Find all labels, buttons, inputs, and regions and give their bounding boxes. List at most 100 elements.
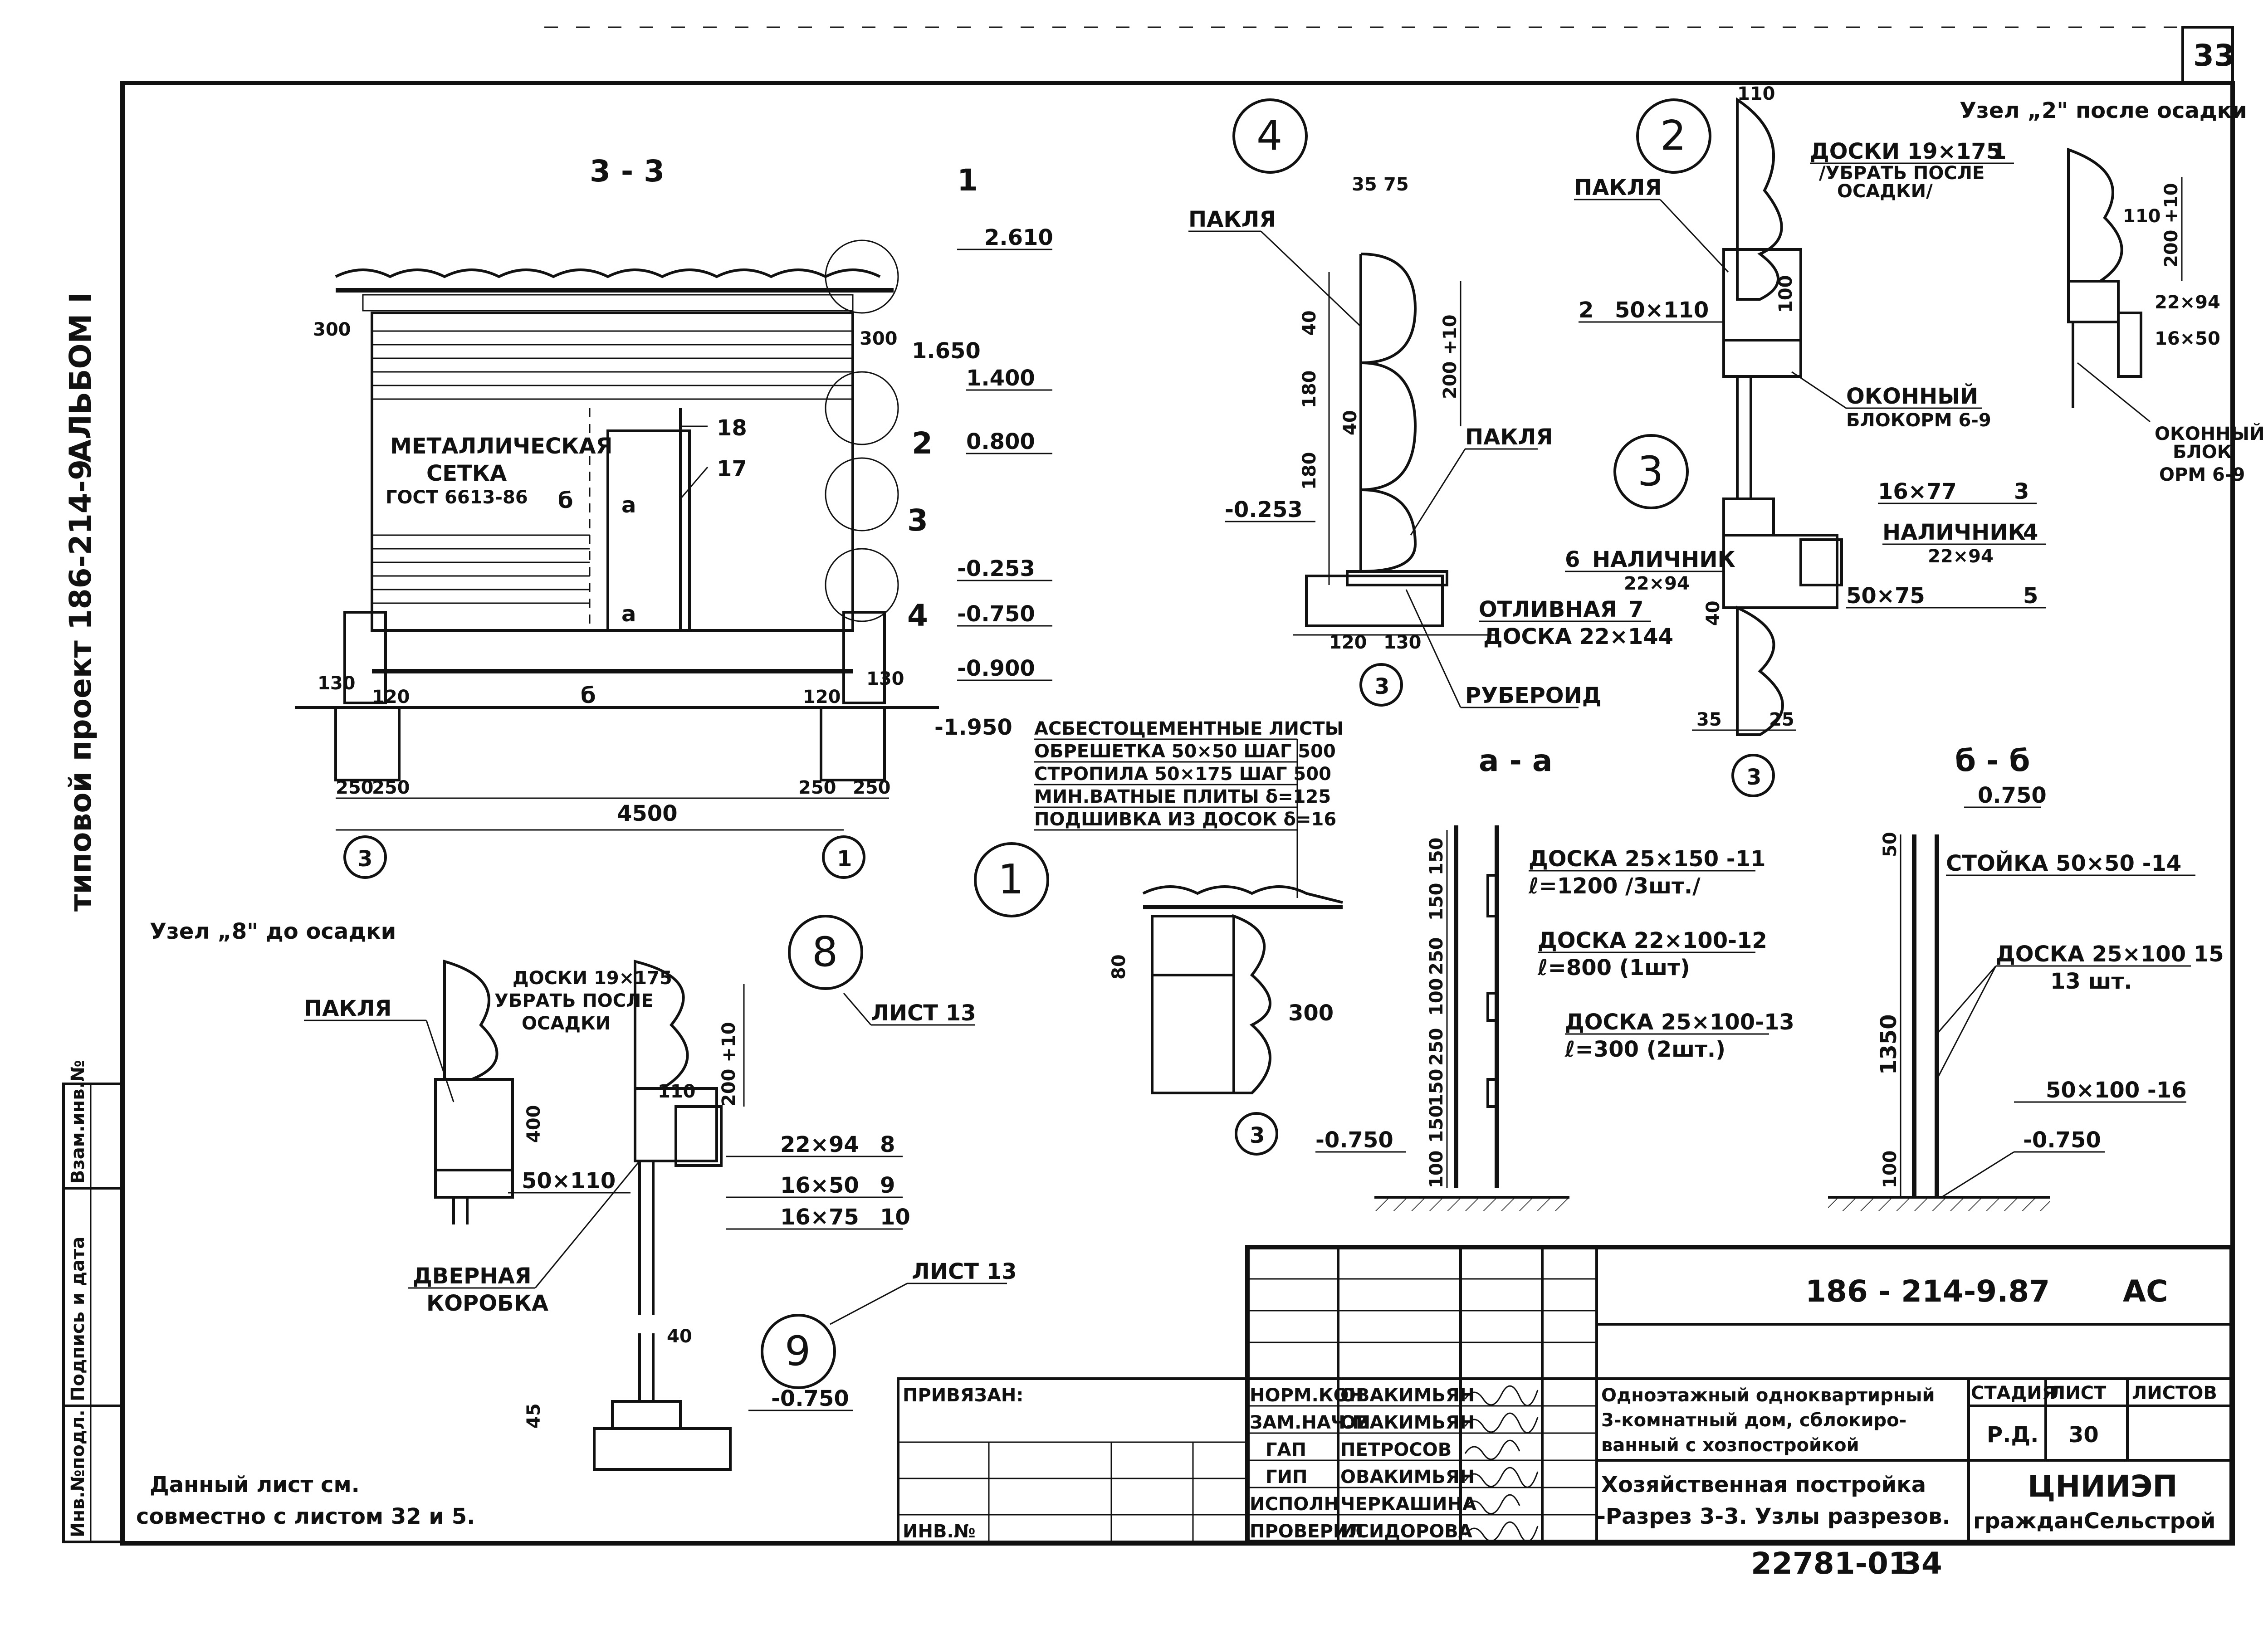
node3-label-5: 5: [2023, 583, 2038, 609]
signature-1: [1464, 1385, 1539, 1406]
node-9-circle[interactable]: [761, 1314, 836, 1389]
bb-label-4: 50×100 -16: [2046, 1078, 2187, 1103]
aa-dim-4: 100: [1426, 978, 1447, 1016]
node4-label-ruberoid: РУБЕРОИД: [1465, 683, 1601, 708]
bb-elev-top: 0.750: [1978, 783, 2047, 808]
node2-label-1: 1: [1991, 139, 2006, 164]
node2-dim-110b: 110: [2123, 206, 2161, 227]
tb-h-sheets: ЛИСТОВ: [2132, 1383, 2217, 1404]
callout-circle-1[interactable]: [825, 239, 899, 314]
dim-130-left: 130: [318, 673, 356, 694]
tb-role-1: НОРМ.КОН: [1250, 1385, 1364, 1406]
tb-h-sheet: ЛИСТ: [2050, 1383, 2107, 1404]
node2-dim-100: 100: [1775, 275, 1796, 313]
node1-layer-1: АСБЕСТОЦЕМЕНТНЫЕ ЛИСТЫ: [1034, 718, 1344, 739]
axis-1-bubble: [822, 835, 865, 879]
node2-dim-22x94: 22×94: [2155, 292, 2220, 313]
node-4-circle[interactable]: [1232, 98, 1308, 174]
section-aa-title: а - а: [1479, 743, 1552, 778]
node8-label-door-2: КОРОБКА: [426, 1291, 548, 1316]
aa-elev: -0.750: [1315, 1127, 1393, 1153]
elev-0800: 0.800: [966, 429, 1035, 454]
axis-3: 3: [357, 846, 372, 872]
tb-inv: ИНВ.№: [903, 1521, 976, 1542]
node8-label-50x110: 50×110: [522, 1168, 616, 1194]
elev-m0900: -0.900: [957, 656, 1035, 681]
elev-1650: 1.650: [912, 338, 981, 364]
tb-role-4: ГИП: [1266, 1467, 1307, 1488]
node2-label-remove: /УБРАТЬ ПОСЛЕ: [1819, 163, 1984, 184]
log-wall: [371, 312, 854, 632]
node3-axis-bubble: [1731, 754, 1775, 797]
callout-2: 2: [912, 426, 933, 461]
node-9-num: 9: [785, 1327, 811, 1375]
node8-label-16x50: 16×50: [780, 1173, 859, 1198]
callout-18: 18: [717, 415, 747, 441]
node8-label-16x75: 16×75: [780, 1205, 859, 1230]
node2-window-1: ОКОННЫЙ: [2155, 423, 2265, 444]
node4-label-paklya-1: ПАКЛЯ: [1188, 207, 1276, 232]
cut-b-top: б: [558, 488, 573, 513]
node8-dim-400: 400: [523, 1105, 544, 1143]
dim-250-c: 250: [798, 777, 836, 798]
tb-name-5: ЧЕРКАШИНА: [1340, 1494, 1476, 1515]
node4-label-board: ДОСКА 22×144: [1483, 624, 1673, 649]
node1-axis-bubble: [1235, 1112, 1278, 1156]
node3-label-16x77: 16×77: [1878, 479, 1957, 504]
dim-120-left: 120: [372, 687, 410, 707]
node-8-circle[interactable]: [788, 915, 863, 990]
node3-label-nalichnik-l: НАЛИЧНИК: [1592, 547, 1735, 572]
node2-label-window-2: БЛОКОРМ 6-9: [1846, 410, 1991, 431]
node8-label-boards: ДОСКИ 19×175: [513, 968, 672, 989]
node3-label-4: 4: [2023, 520, 2038, 545]
node4-dim-180a: 180: [1299, 371, 1320, 409]
elev-m0253: -0.253: [957, 556, 1035, 581]
node-1-circle[interactable]: [974, 842, 1049, 917]
callout-1: 1: [957, 163, 978, 198]
callout-circle-2[interactable]: [825, 371, 899, 445]
callout-circle-4[interactable]: [825, 548, 899, 622]
aa-label-2: ℓ=1200 /3шт./: [1528, 873, 1701, 899]
dim-300-right: 300: [860, 328, 898, 349]
dim-120-right: 120: [803, 687, 841, 707]
footer-code: 22781-01: [1751, 1546, 1909, 1581]
cut-a-bot: а: [621, 601, 636, 627]
elev-2610: 2.610: [984, 225, 1053, 250]
bb-dim-50: 50: [1880, 832, 1901, 857]
tb-name-1: ОВАКИМЬЯН: [1340, 1385, 1475, 1406]
node2-window-3: ОРМ 6-9: [2159, 464, 2245, 485]
node-2-num: 2: [1660, 112, 1686, 160]
node2-title: Узел „2" после осадки: [1960, 98, 2247, 123]
dim-4500: 4500: [617, 801, 678, 826]
section-a-a: а - а ДОСКА 25×150 -11 ℓ=1200 /3шт./ ДОС…: [1315, 743, 1794, 1211]
node8-label-settle: ОСАДКИ: [522, 1013, 611, 1034]
callout-circle-3[interactable]: [825, 457, 899, 532]
dim-250-a: 250: [336, 777, 374, 798]
node2-label-settle: ОСАДКИ/: [1837, 181, 1933, 202]
node1-dim-80: 80: [1109, 954, 1129, 980]
node-1-num: 1: [998, 856, 1024, 903]
sheet-number: 33: [2193, 38, 2235, 73]
tb-desc-2: 3-комнатный дом, сблокиро-: [1601, 1410, 1906, 1431]
node4-dim-180b: 180: [1299, 452, 1320, 490]
aa-label-5: ДОСКА 25×100-13: [1565, 1010, 1794, 1035]
tb-name-2: ОВАКИМЬЯН: [1340, 1412, 1475, 1433]
stamp-inv-podl: Инв.№подл.: [68, 1410, 88, 1537]
mesh-label-1: МЕТАЛЛИЧЕСКАЯ: [390, 434, 613, 459]
node-2-circle[interactable]: [1636, 98, 1711, 174]
section-bb-title: б - б: [1955, 743, 2030, 778]
cut-a-top: а: [621, 493, 636, 518]
bb-dim-1350: 1350: [1876, 1014, 1901, 1075]
node8-dim-110: 110: [658, 1081, 696, 1102]
node2-label-2: 2: [1579, 298, 1593, 323]
dim-250-b: 250: [372, 777, 410, 798]
aa-dim-6: 150: [1426, 1069, 1447, 1107]
node3-label-6: 6: [1565, 547, 1580, 572]
node-3-circle[interactable]: [1613, 434, 1689, 509]
node1-layer-3: СТРОПИЛА 50×175 ШАГ 500: [1034, 764, 1331, 785]
aa-dim-1: 150: [1426, 838, 1447, 876]
node3-label-22x94-l: 22×94: [1624, 573, 1690, 594]
node-8-num: 8: [812, 928, 838, 976]
bb-label-3: 13 шт.: [2050, 969, 2132, 994]
